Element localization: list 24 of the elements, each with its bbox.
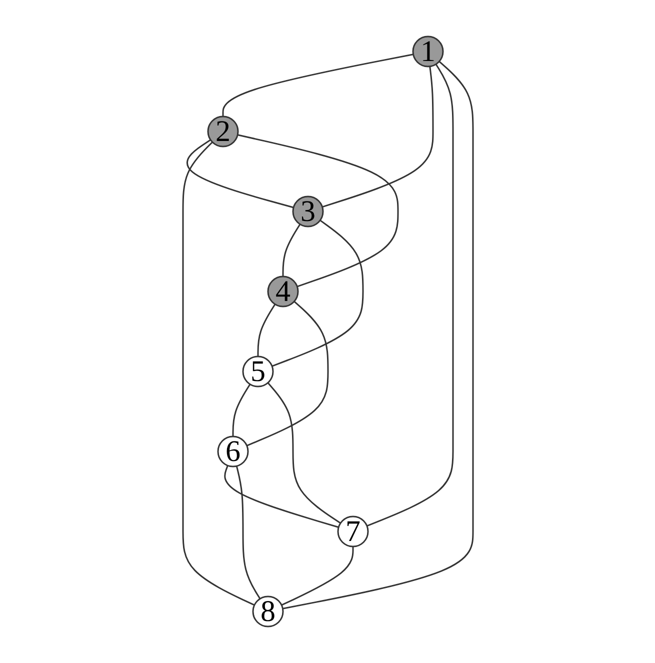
node-circle: 3	[292, 196, 324, 228]
connector	[186, 139, 294, 208]
connector	[182, 142, 254, 606]
connector	[256, 304, 276, 356]
node-circle: 7	[336, 516, 368, 548]
connector	[246, 300, 328, 446]
connector	[222, 54, 413, 116]
node-circle: 4	[266, 276, 298, 308]
connector	[282, 224, 300, 276]
connector	[282, 60, 474, 610]
node-circle: 5	[242, 356, 274, 388]
connector	[266, 382, 340, 524]
connector	[271, 220, 364, 367]
node-circle: 1	[412, 36, 444, 68]
node-circle: 6	[216, 436, 248, 468]
connector	[280, 546, 354, 606]
connector	[366, 64, 454, 527]
connector	[232, 384, 250, 436]
node-circle: 2	[206, 116, 238, 148]
connector	[224, 465, 338, 528]
connector	[322, 66, 434, 208]
connector	[236, 134, 398, 288]
connector	[235, 466, 260, 600]
node-circle: 8	[252, 596, 284, 628]
